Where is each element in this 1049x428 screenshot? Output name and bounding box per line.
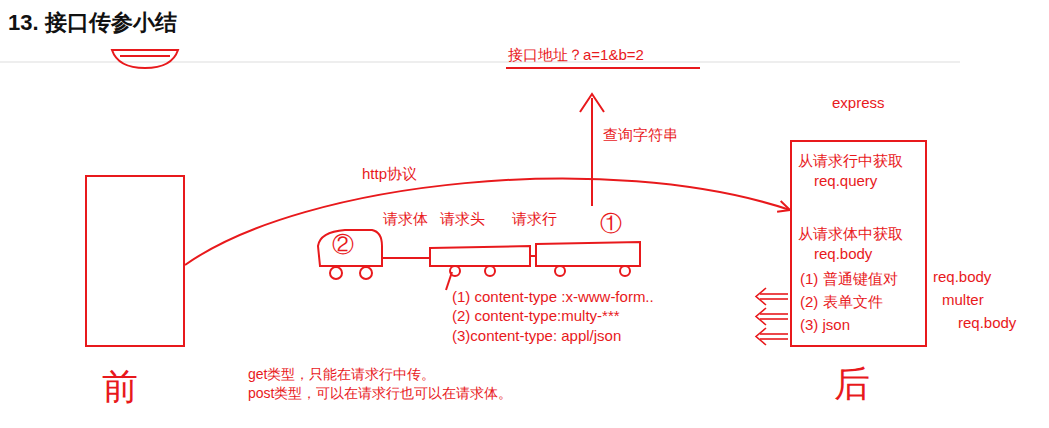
client-box: 前 [85, 175, 185, 347]
url-text: 接口地址？a=1&b=2 [508, 46, 644, 64]
item: (3) json [800, 316, 850, 334]
note: 从请求体中获取 [798, 225, 903, 243]
underline [506, 67, 700, 69]
part-label: 请求头 [440, 210, 485, 228]
title: 13. 接口传参小结 [8, 8, 177, 38]
note: post类型，可以在请求行也可以在请求体。 [248, 385, 512, 402]
code-text: multer [942, 291, 984, 309]
truck [318, 230, 640, 290]
edge-label: http协议 [360, 165, 419, 183]
code-text: req.body [958, 314, 1016, 332]
connector [185, 179, 790, 265]
double-arrows [756, 288, 788, 345]
code-text: req.query [814, 172, 877, 190]
part-label: 请求体 [383, 210, 428, 228]
header-rule [0, 62, 960, 63]
note: (2) content-type:multy-*** [452, 307, 620, 325]
arrow-head [777, 201, 790, 212]
item: (2) 表单文件 [800, 293, 883, 311]
note: (3)content-type: appl/json [452, 327, 621, 345]
note: 查询字符串 [603, 126, 678, 144]
up-arrow [591, 98, 593, 206]
part-label: 请求行 [512, 210, 557, 228]
callout-number: ① [600, 211, 622, 237]
callout-number: ② [332, 232, 354, 258]
note: 从请求行中获取 [798, 152, 903, 170]
scribble [112, 50, 178, 68]
code-text: req.body [814, 245, 872, 263]
handwritten-label: 后 [834, 366, 870, 402]
code-text: req.body [933, 268, 991, 286]
heading: express [832, 94, 885, 112]
handwritten-label: 前 [102, 369, 138, 405]
note: get类型，只能在请求行中传。 [248, 366, 435, 383]
note: (1) content-type :x-www-form.. [452, 288, 654, 306]
connector-line [185, 179, 790, 265]
server-box: express从请求行中获取req.query从请求体中获取req.body(1… [790, 140, 927, 347]
arrow-head [580, 94, 604, 112]
item: (1) 普通键值对 [800, 270, 898, 288]
